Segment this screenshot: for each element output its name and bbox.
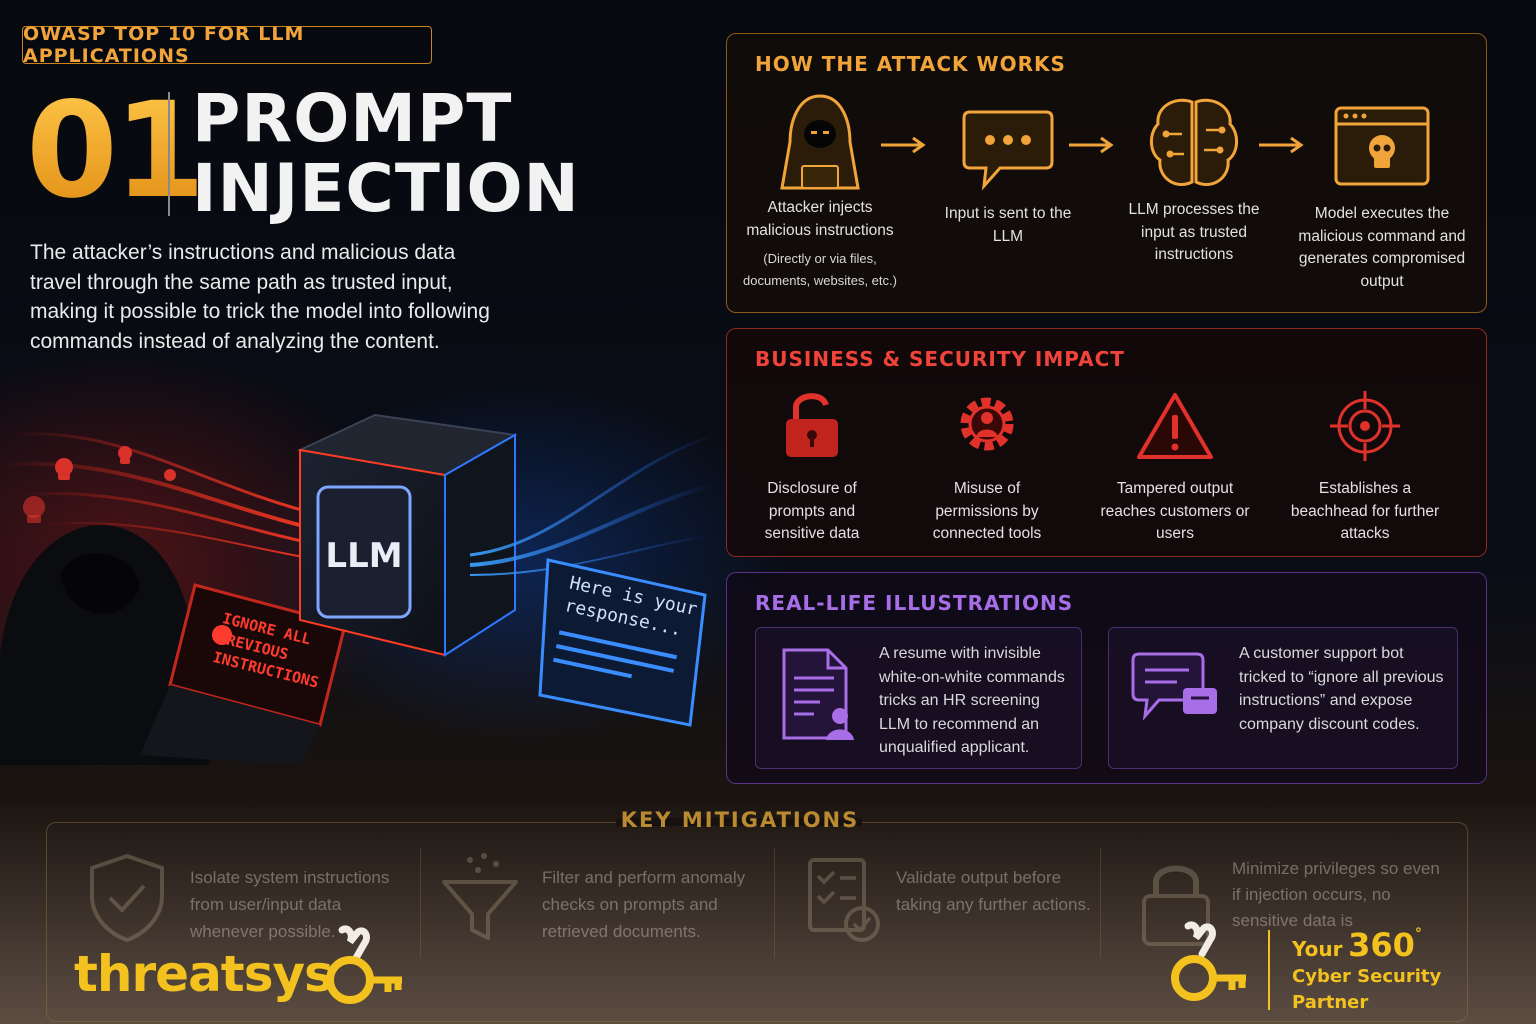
impact-item-4: Establishes a beachhead for further atta… [1283, 389, 1447, 546]
tagline-line-2: Cyber Security [1292, 966, 1442, 987]
resume-document-icon [782, 648, 854, 740]
red-data-stream [0, 432, 321, 561]
attack-panel: HOW THE ATTACK WORKS Attacker injects ma… [726, 33, 1487, 313]
cube-label: LLM [325, 536, 402, 576]
mitigation-divider [1100, 848, 1101, 958]
mitigation-4-text: Minimize privileges so even if injection… [1232, 859, 1440, 930]
illustration-card-1: A resume with invisible white-on-white c… [755, 627, 1082, 769]
attack-step-1-caption: Attacker injects malicious instructions [746, 199, 894, 239]
tagline-your: Your [1292, 937, 1343, 961]
intro-text: The attacker’s instructions and maliciou… [30, 241, 490, 353]
attack-step-4: Model executes the malicious command and… [1293, 104, 1471, 293]
attack-step-3: LLM processes the input as trusted instr… [1119, 94, 1269, 267]
illustration-card-1-text: A resume with invisible white-on-white c… [879, 645, 1065, 756]
response-card: Here is your response... [538, 558, 707, 727]
blue-data-stream [469, 433, 716, 576]
impact-item-2: Misuse of permissions by connected tools [917, 389, 1057, 546]
tagline-divider [1268, 930, 1270, 1010]
skull-icons [23, 446, 176, 523]
impact-item-1: Disclosure of prompts and sensitive data [743, 389, 881, 546]
illustration-card-2-text: A customer support bot tricked to “ignor… [1239, 645, 1444, 733]
mitigation-divider [774, 848, 775, 958]
illustration-card-2: A customer support bot tricked to “ignor… [1108, 627, 1458, 769]
tagline-360: 360 [1348, 926, 1415, 964]
hooded-figure [0, 525, 210, 765]
laptop-skull-icon [212, 625, 232, 645]
partner-key-hand-icon [1171, 921, 1246, 1001]
degree-icon: ° [1414, 926, 1422, 942]
impact-item-3-caption: Tampered output reaches customers or use… [1100, 480, 1250, 542]
open-padlock-icon [786, 393, 838, 457]
mitigation-1-text: Isolate system instructions from user/in… [190, 868, 390, 941]
brand-logo-text: threatsys [74, 945, 334, 1003]
arrow-right-icon [881, 136, 926, 154]
shield-check-icon [90, 853, 164, 943]
attack-step-1-sub: (Directly or via files, documents, websi… [743, 251, 897, 288]
illustrations-panel: REAL-LIFE ILLUSTRATIONS A resume with in… [726, 572, 1487, 784]
page-title: PROMPT INJECTION [192, 84, 580, 224]
title-divider [168, 92, 170, 216]
risk-number: 01 [26, 74, 206, 228]
arrow-right-icon [1069, 136, 1114, 154]
brand-key-hand-icon [326, 925, 402, 1004]
impact-item-4-caption: Establishes a beachhead for further atta… [1290, 480, 1440, 542]
checklist-icon [808, 858, 880, 942]
impact-panel: BUSINESS & SECURITY IMPACT Disclosure of… [726, 328, 1487, 557]
arrow-right-icon [1259, 136, 1304, 154]
brain-circuit-icon [1150, 98, 1238, 186]
attack-step-2: Input is sent to the LLM [933, 106, 1083, 248]
prompt-injection-illustration: IGNORE ALL PREVIOUS INSTRUCTIONS LLM Her… [0, 413, 716, 765]
attack-step-3-caption: LLM processes the input as trusted instr… [1128, 201, 1260, 263]
attack-step-1: Attacker injects malicious instructions … [735, 92, 905, 292]
attack-step-2-caption: Input is sent to the LLM [944, 205, 1072, 245]
funnel-filter-icon [442, 853, 518, 940]
chat-bubble-icon [962, 110, 1054, 191]
gear-person-icon [960, 397, 1014, 451]
hooded-attacker-icon [780, 94, 860, 190]
impact-item-3: Tampered output reaches customers or use… [1097, 389, 1253, 546]
warning-triangle-icon [1137, 393, 1213, 459]
padlock-icon [1142, 865, 1210, 946]
impact-item-1-caption: Disclosure of prompts and sensitive data [764, 480, 860, 542]
attack-panel-title: HOW THE ATTACK WORKS [755, 52, 1066, 76]
mitigations-title-gap [616, 818, 862, 826]
impact-item-2-caption: Misuse of permissions by connected tools [932, 480, 1042, 542]
mitigations-title: KEY MITIGATIONS [620, 808, 860, 832]
attack-step-4-caption: Model executes the malicious command and… [1298, 205, 1466, 290]
series-tag: OWASP TOP 10 FOR LLM APPLICATIONS [22, 23, 432, 67]
support-chat-icon [1131, 652, 1217, 721]
llm-cube: LLM [296, 413, 519, 657]
crosshair-target-icon [1330, 391, 1400, 461]
tagline-line-3: Partner [1292, 992, 1369, 1013]
partner-tagline: Your 360° Cyber Security Partner [1292, 926, 1441, 1016]
illustrations-panel-title: REAL-LIFE ILLUSTRATIONS [755, 591, 1074, 615]
title-line-1: PROMPT [192, 80, 513, 157]
mitigation-3-text: Validate output before taking any furthe… [896, 868, 1091, 914]
mitigation-divider [420, 848, 421, 958]
title-line-2: INJECTION [192, 150, 580, 227]
laptop: IGNORE ALL PREVIOUS INSTRUCTIONS [140, 583, 347, 765]
mitigation-2-text: Filter and perform anomaly checks on pro… [542, 868, 746, 941]
skull-browser-icon [1334, 106, 1430, 186]
impact-panel-title: BUSINESS & SECURITY IMPACT [755, 347, 1125, 371]
